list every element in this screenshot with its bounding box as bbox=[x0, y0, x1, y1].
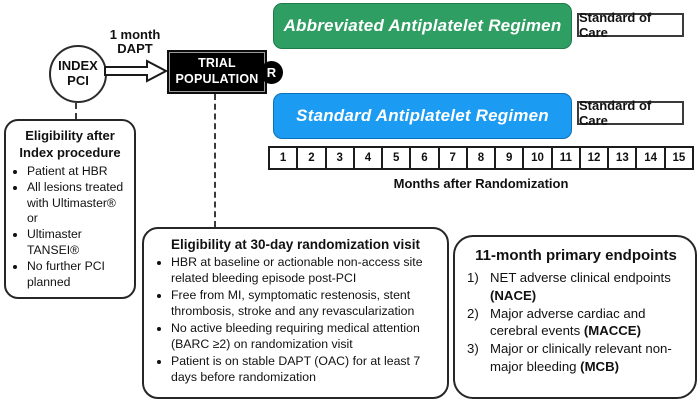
arm-standard-label: Standard Antiplatelet Regimen bbox=[296, 106, 549, 125]
eligibility-index-item: No further PCI planned bbox=[27, 259, 128, 291]
endpoint-text: NET adverse clinical endpoints (NACE) bbox=[490, 269, 685, 305]
arm-bar-abbreviated: Abbreviated Antiplatelet Regimen bbox=[273, 3, 572, 49]
eligibility-index-box: Eligibility after Index procedure Patien… bbox=[4, 119, 136, 299]
randomization-marker: R bbox=[260, 61, 283, 84]
timeline-cell: 12 bbox=[578, 148, 607, 168]
timeline-cell: 13 bbox=[607, 148, 635, 168]
endpoint-item: 1) NET adverse clinical endpoints (NACE) bbox=[467, 269, 685, 305]
endpoint-abbreviation: (MACCE) bbox=[583, 323, 641, 339]
eligibility-randomization-box: Eligibility at 30-day randomization visi… bbox=[142, 227, 449, 399]
arm-bar-standard: Standard Antiplatelet Regimen bbox=[273, 93, 572, 139]
endpoint-description: Major or clinically relevant non-major b… bbox=[490, 341, 672, 375]
standard-of-care-label-top: Standard of Care bbox=[579, 10, 652, 40]
eligibility-randomization-item: HBR at baseline or actionable non-access… bbox=[171, 255, 437, 287]
standard-of-care-label-bottom: Standard of Care bbox=[579, 98, 652, 128]
timeline-cell: 8 bbox=[465, 148, 494, 168]
timeline-axis-label: Months after Randomization bbox=[393, 176, 569, 191]
timeline-cell: 2 bbox=[296, 148, 324, 168]
eligibility-index-item: Patient at HBR bbox=[27, 164, 128, 180]
timeline-cell: 3 bbox=[324, 148, 353, 168]
trial-population-node: TRIAL POPULATION bbox=[167, 50, 267, 94]
index-pci-label: INDEX PCI bbox=[58, 58, 98, 88]
dapt-arrow-label: 1 month DAPT bbox=[109, 27, 161, 57]
randomization-letter: R bbox=[266, 65, 277, 80]
endpoint-description: Major adverse cardiac and cerebral event… bbox=[490, 305, 646, 339]
timeline-cell: 9 bbox=[494, 148, 522, 168]
standard-of-care-box-top: Standard of Care bbox=[577, 10, 684, 40]
timeline-cell: 6 bbox=[409, 148, 437, 168]
eligibility-randomization-list: HBR at baseline or actionable non-access… bbox=[154, 255, 437, 386]
endpoint-text: Major or clinically relevant non-major b… bbox=[490, 340, 685, 376]
arm-abbreviated-label: Abbreviated Antiplatelet Regimen bbox=[283, 16, 562, 35]
endpoint-number: 3) bbox=[467, 341, 479, 357]
timeline-cell: 15 bbox=[663, 148, 692, 168]
index-pci-node: INDEX PCI bbox=[49, 45, 107, 103]
connector-population-to-eligibility bbox=[214, 94, 216, 227]
eligibility-randomization-item: Free from MI, symptomatic restenosis, st… bbox=[171, 288, 437, 320]
standard-of-care-box-bottom: Standard of Care bbox=[577, 98, 684, 128]
eligibility-index-item: Ultimaster TANSEI® bbox=[27, 227, 128, 259]
endpoint-item: 3) Major or clinically relevant non-majo… bbox=[467, 340, 685, 376]
eligibility-randomization-title: Eligibility at 30-day randomization visi… bbox=[170, 237, 421, 252]
timeline-cell: 5 bbox=[381, 148, 409, 168]
eligibility-index-item: All lesions treated with Ultimaster® or bbox=[27, 180, 128, 228]
endpoint-abbreviation: (NACE) bbox=[490, 287, 537, 303]
eligibility-randomization-item: Patient is on stable DAPT (OAC) for at l… bbox=[171, 354, 437, 386]
timeline-cell: 4 bbox=[352, 148, 381, 168]
endpoint-abbreviation: (MCB) bbox=[580, 359, 619, 375]
connector-index-to-eligibility bbox=[75, 103, 77, 119]
timeline-cell: 14 bbox=[635, 148, 663, 168]
endpoint-item: 2) Major adverse cardiac and cerebral ev… bbox=[467, 305, 685, 341]
timeline-cell: 7 bbox=[437, 148, 466, 168]
timeline-cell: 10 bbox=[522, 148, 550, 168]
endpoint-number: 2) bbox=[467, 305, 479, 321]
timeline-cell: 11 bbox=[550, 148, 579, 168]
endpoint-text: Major adverse cardiac and cerebral event… bbox=[490, 305, 685, 341]
primary-endpoints-title: 11-month primary endpoints bbox=[475, 247, 677, 264]
timeline-cell: 1 bbox=[279, 152, 287, 164]
trial-population-label: TRIAL POPULATION bbox=[175, 56, 259, 86]
months-timeline: 1 2 3 4 5 6 7 8 9 10 11 12 13 14 15 bbox=[268, 146, 694, 170]
endpoint-number: 1) bbox=[467, 270, 479, 285]
eligibility-randomization-item: No active bleeding requiring medical att… bbox=[171, 321, 437, 353]
flow-arrow-icon bbox=[104, 59, 168, 83]
eligibility-index-list: Patient at HBR All lesions treated with … bbox=[12, 164, 128, 291]
eligibility-index-title: Eligibility after Index procedure bbox=[19, 128, 121, 160]
endpoint-description: NET adverse clinical endpoints bbox=[490, 270, 671, 285]
primary-endpoints-box: 11-month primary endpoints 1) NET advers… bbox=[453, 235, 697, 399]
